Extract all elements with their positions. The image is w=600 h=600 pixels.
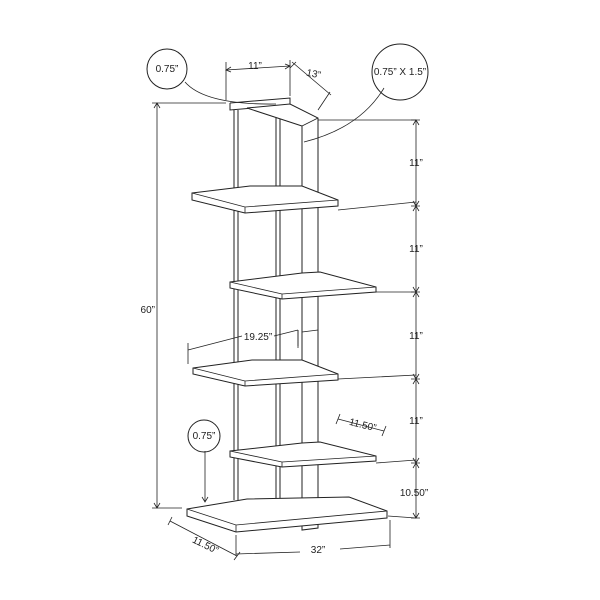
shelf-3 bbox=[192, 359, 339, 387]
base-gap-label: 10.50” bbox=[400, 488, 428, 499]
shelf-width-label: 19.25” bbox=[244, 332, 272, 343]
top-depth-line bbox=[289, 61, 332, 111]
top-width-line bbox=[225, 60, 291, 100]
bookcase-drawing bbox=[186, 97, 388, 533]
height-dimension-line bbox=[152, 102, 226, 509]
shelf-2-edge bbox=[229, 281, 377, 299]
top-depth-label: 13” bbox=[305, 68, 321, 82]
shelf-4 bbox=[229, 441, 377, 468]
shelf-callout-circle bbox=[187, 419, 221, 453]
shelf-width-line bbox=[187, 329, 299, 364]
base-platform bbox=[186, 496, 388, 533]
base-edge bbox=[186, 508, 388, 532]
shelf-1 bbox=[191, 185, 339, 214]
shelf-depth-line bbox=[335, 413, 387, 437]
dimension-lines bbox=[152, 60, 420, 561]
shelf-4-edge bbox=[229, 450, 377, 467]
post-callout-circle bbox=[371, 43, 429, 101]
top-left-callout-label: 0.75” bbox=[156, 64, 179, 75]
top-left-callout-leader bbox=[184, 81, 277, 105]
total-height-label: 60” bbox=[141, 305, 155, 316]
base-width-label: 32” bbox=[311, 545, 325, 556]
base-width-line bbox=[235, 520, 391, 556]
shelf-2 bbox=[229, 271, 377, 300]
top-left-callout-circle bbox=[146, 48, 188, 90]
gap-2-label: 11” bbox=[409, 244, 423, 255]
base-depth-line bbox=[167, 516, 241, 561]
gap-3-label: 11” bbox=[409, 331, 423, 342]
shelf-callout-label: 0.75” bbox=[193, 431, 216, 442]
shelf-1-edge bbox=[191, 192, 339, 213]
top-width-label: 11” bbox=[248, 61, 262, 72]
post-callout-leader bbox=[303, 87, 385, 143]
base-depth-label: 11.50” bbox=[190, 535, 220, 557]
back-frame bbox=[229, 97, 291, 500]
post-callout-label: 0.75” X 1.5” bbox=[374, 67, 426, 78]
shelf-callout-leader bbox=[201, 451, 209, 503]
gap-4-label: 11” bbox=[409, 416, 423, 427]
right-arrow-ticks bbox=[412, 119, 420, 519]
right-extension-lines bbox=[318, 119, 417, 519]
front-post-edge bbox=[301, 117, 319, 127]
gap-1-label: 11” bbox=[409, 158, 423, 169]
shelf-depth-label: 11.50” bbox=[348, 417, 377, 434]
shelf-3-edge bbox=[192, 367, 339, 386]
